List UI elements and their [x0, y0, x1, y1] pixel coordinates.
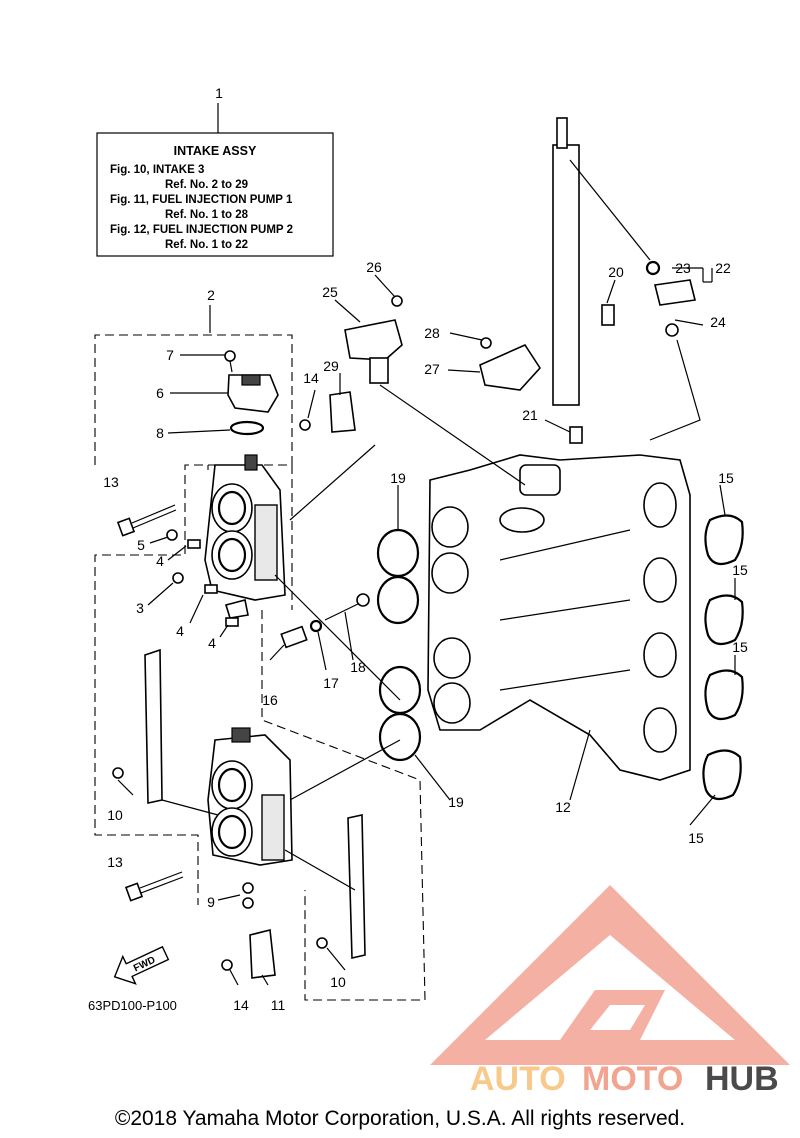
callout-16: 16	[262, 692, 278, 708]
callout-23: 23	[675, 260, 691, 276]
o-rings-19	[376, 528, 422, 762]
callout-8: 8	[156, 425, 164, 441]
callout-6: 6	[156, 385, 164, 401]
intake-box-line-2: Ref. No. 2 to 29	[165, 179, 248, 191]
callout-28: 28	[424, 325, 440, 341]
callout-25: 25	[322, 284, 338, 300]
intake-box-line-6: Ref. No. 1 to 22	[165, 239, 248, 251]
callout-14a: 14	[303, 370, 319, 386]
intake-box-line-3: Fig. 11, FUEL INJECTION PUMP 1	[110, 194, 293, 206]
automotohub-watermark-logo	[430, 885, 790, 1065]
intake-box-line-1: Fig. 10, INTAKE 3	[110, 164, 204, 176]
callout-7: 7	[166, 347, 174, 363]
callout-15a: 15	[718, 470, 734, 486]
callout-13b: 13	[107, 854, 123, 870]
intake-assy-info-box: INTAKE ASSY Fig. 10, INTAKE 3 Ref. No. 2…	[96, 103, 334, 257]
callout-15d: 15	[688, 830, 704, 846]
callout-27: 27	[424, 361, 440, 377]
sensors-25-28	[344, 295, 542, 391]
callout-21: 21	[522, 407, 538, 423]
callout-20: 20	[608, 264, 624, 280]
callout-14b: 14	[233, 997, 249, 1013]
callout-15c: 15	[732, 639, 748, 655]
callout-26: 26	[366, 259, 382, 275]
callout-17: 17	[323, 675, 339, 691]
callout-1: 1	[215, 85, 223, 101]
intake-box-line-5: Fig. 12, FUEL INJECTION PUMP 2	[110, 224, 293, 236]
copyright-notice: ©2018 Yamaha Motor Corporation, U.S.A. A…	[115, 1107, 685, 1130]
callout-4a: 4	[156, 553, 164, 569]
callout-2: 2	[207, 287, 215, 303]
fwd-label: FWD	[132, 955, 157, 975]
intake-box-title: INTAKE ASSY	[174, 144, 257, 158]
callout-13a: 13	[103, 474, 119, 490]
watermark-moto: MOTO	[582, 1060, 683, 1098]
gaskets-15	[702, 514, 744, 801]
callout-12: 12	[555, 799, 571, 815]
throttle-body-lower	[207, 727, 293, 909]
callout-numbers: 1 2 3 4 4 4 5 6 7 8 9 10 10 11 12 13 13 …	[103, 85, 748, 1013]
callout-22: 22	[715, 260, 731, 276]
callout-4b: 4	[176, 623, 184, 639]
watermark-auto: AUTO	[470, 1060, 566, 1098]
throttle-body-upper	[204, 350, 286, 601]
intake-box-line-4: Ref. No. 1 to 28	[165, 209, 249, 221]
callout-9: 9	[207, 894, 215, 910]
leader-lines	[117, 159, 736, 986]
bolts-screws	[112, 419, 328, 971]
callout-10a: 10	[107, 807, 123, 823]
group-outlines	[94, 305, 426, 1001]
fwd-arrow: FWD	[113, 945, 170, 985]
callout-19a: 19	[390, 470, 406, 486]
brackets	[144, 391, 366, 979]
callout-11: 11	[271, 997, 286, 1013]
callout-10b: 10	[330, 974, 346, 990]
callout-19b: 19	[448, 794, 464, 810]
diagram-code: 63PD100-P100	[88, 998, 177, 1013]
intake-manifold	[427, 454, 691, 781]
watermark-hub: HUB	[705, 1060, 779, 1098]
callout-3: 3	[136, 600, 144, 616]
callout-4c: 4	[208, 635, 216, 651]
callout-29: 29	[323, 358, 339, 374]
callout-18: 18	[350, 659, 366, 675]
callout-24: 24	[710, 314, 726, 330]
callout-5: 5	[137, 537, 145, 553]
callout-15b: 15	[732, 562, 748, 578]
automotohub-watermark-text: AUTO MOTO HUB	[470, 1060, 779, 1098]
fuel-rail	[552, 117, 696, 444]
sensor-16-18	[280, 593, 370, 649]
